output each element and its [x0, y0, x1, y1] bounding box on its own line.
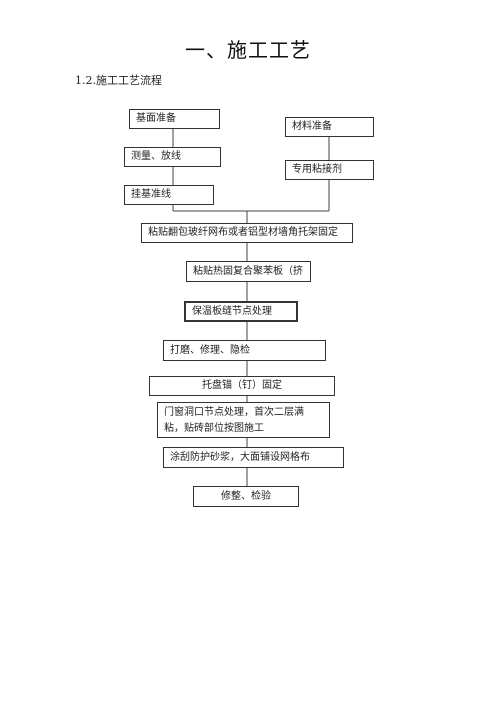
step-polish-inspect: 打磨、修理、隐检: [163, 340, 326, 361]
step-hang-line: 挂基准线: [124, 185, 214, 205]
step-mesh-bracket: 粘贴翻包玻纤网布或者铝型材墙角托架固定: [141, 223, 353, 243]
page-title: 一、施工工艺: [185, 38, 311, 62]
step-seam-treatment: 保温板缝节点处理: [184, 301, 298, 322]
step-board-paste: 粘贴热固复合聚苯板（挤: [186, 261, 311, 282]
step-base-prep: 基面准备: [129, 109, 220, 129]
step-material-prep: 材料准备: [285, 117, 374, 137]
step-anchor-fix: 托盘锚（钉）固定: [149, 376, 335, 396]
step-measure: 测量、放线: [124, 147, 221, 167]
step-mortar-mesh: 涂刮防护砂浆，大面铺设网格布: [163, 447, 344, 468]
section-subtitle: 1.2.施工工艺流程: [75, 74, 162, 87]
step-window-node: 门窗洞口节点处理，首次二层满粘，贴砖部位按图施工: [157, 402, 330, 438]
step-adhesive: 专用粘接剂: [285, 160, 374, 180]
step-finish-check: 修整、检验: [193, 486, 299, 507]
